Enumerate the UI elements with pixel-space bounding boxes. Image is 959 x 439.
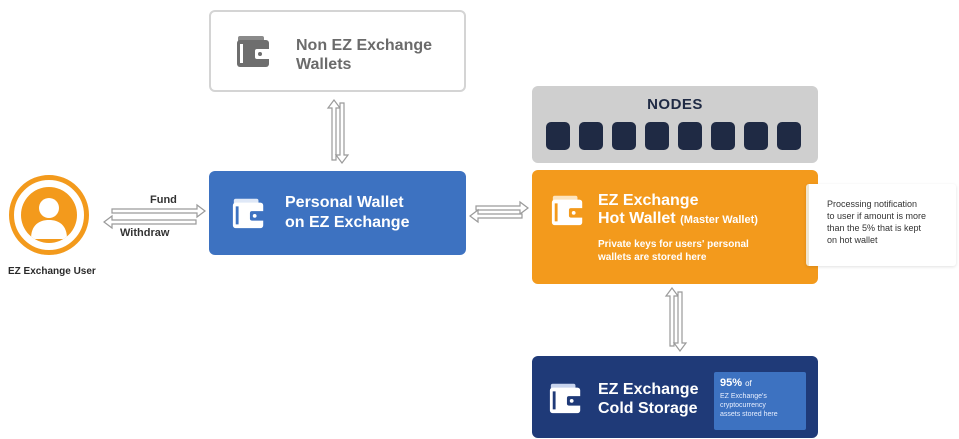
user-label: EZ Exchange User (8, 266, 96, 277)
wallet-icon (232, 198, 266, 229)
node-block (744, 122, 768, 150)
node-block (579, 122, 603, 150)
note-line2: to user if amount is more (827, 211, 927, 221)
note-line4: on hot wallet (827, 235, 878, 245)
user-icon (31, 198, 67, 239)
cold-desc-line3: assets stored here (720, 411, 778, 418)
note-line3: than the 5% that is kept (827, 223, 922, 233)
node-block (711, 122, 735, 150)
arrow-personal-hot (469, 200, 529, 224)
cold-pct: 95% (720, 377, 743, 389)
hot-desc-line2: wallets are stored here (598, 252, 707, 263)
hot-title-line1: EZ Exchange (598, 192, 699, 209)
personal-title-line1: Personal Wallet (285, 194, 404, 211)
processing-note: Processing notification to user if amoun… (806, 184, 956, 266)
nodes-box: NODES (532, 86, 818, 163)
arrow-hot-cold (664, 287, 688, 352)
wallet-icon (237, 36, 271, 67)
non-ez-title-line1: Non EZ Exchange (296, 37, 433, 54)
hot-wallet-box: EZ Exchange Hot Wallet (Master Wallet) P… (532, 170, 818, 284)
cold-title-line1: EZ Exchange (598, 381, 699, 398)
hot-title-line2: Hot Wallet (598, 210, 676, 227)
arrow-nonez-personal (326, 99, 350, 164)
cold-pct-suffix: of (745, 379, 752, 388)
hot-desc-line1: Private keys for users' personal (598, 239, 749, 250)
arrow-fund (111, 203, 206, 219)
node-block (645, 122, 669, 150)
node-block (777, 122, 801, 150)
wallet-icon (549, 383, 583, 414)
node-block (612, 122, 636, 150)
node-block (546, 122, 570, 150)
cold-desc-line1: EZ Exchange's (720, 393, 767, 400)
nodes-title: NODES (647, 96, 703, 113)
personal-title-line2: on EZ Exchange (285, 214, 410, 231)
cold-storage-box: EZ Exchange Cold Storage 95% of EZ Excha… (532, 356, 818, 438)
non-ez-wallets-box: Non EZ Exchange Wallets (209, 10, 466, 92)
withdraw-label: Withdraw (120, 227, 170, 239)
user-avatar (9, 175, 89, 255)
node-block (678, 122, 702, 150)
non-ez-title-line2: Wallets (296, 56, 352, 73)
personal-wallet-box: Personal Wallet on EZ Exchange (209, 171, 466, 255)
arrow-withdraw (103, 214, 197, 230)
cold-storage-note: 95% of EZ Exchange's cryptocurrency asse… (714, 372, 806, 430)
note-line1: Processing notification (827, 199, 918, 209)
cold-title-line2: Cold Storage (598, 400, 698, 417)
hot-title-sub: (Master Wallet) (680, 214, 758, 226)
cold-desc-line2: cryptocurrency (720, 402, 766, 409)
wallet-icon (551, 195, 585, 226)
fund-label: Fund (150, 194, 177, 206)
